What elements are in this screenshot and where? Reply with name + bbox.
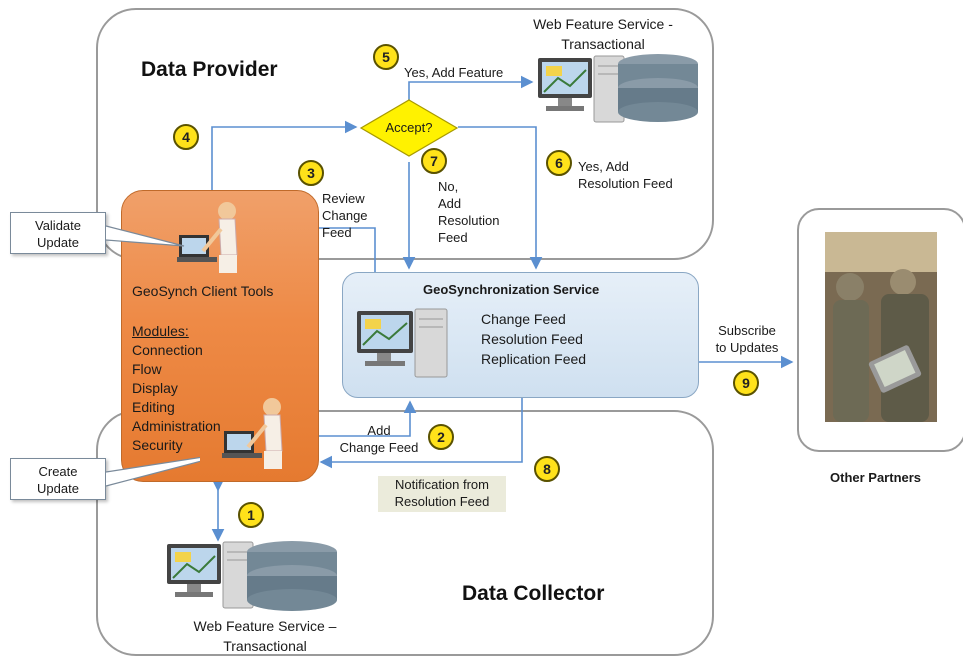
module-item: Security bbox=[132, 437, 183, 453]
step-3-badge: 3 bbox=[298, 160, 324, 186]
module-item: Connection bbox=[132, 342, 203, 358]
wfs-top-label: Web Feature Service -Transactional bbox=[533, 16, 673, 52]
module-item: Display bbox=[132, 380, 178, 396]
module-item: Flow bbox=[132, 361, 162, 377]
feed-item: Replication Feed bbox=[481, 351, 587, 367]
module-item: Editing bbox=[132, 399, 175, 415]
callout-pointers bbox=[105, 225, 200, 487]
geosynchronization-service-box: GeoSynchronization Service Change Feed R… bbox=[342, 272, 699, 398]
client-title: GeoSynch Client Tools bbox=[132, 283, 274, 299]
step-5-badge: 5 bbox=[373, 44, 399, 70]
step-2-badge: 2 bbox=[428, 424, 454, 450]
data-collector-title: Data Collector bbox=[462, 582, 605, 605]
step-9-badge: 9 bbox=[733, 370, 759, 396]
server-database-icon bbox=[167, 541, 337, 611]
step-8-badge: 8 bbox=[534, 456, 560, 482]
other-partners-box bbox=[797, 208, 963, 452]
geo-service-title: GeoSynchronization Service bbox=[423, 282, 600, 297]
user-laptop-icon bbox=[177, 202, 238, 273]
other-partners-label: Other Partners bbox=[830, 470, 922, 485]
accept-decision-diamond bbox=[359, 99, 459, 157]
step-5-label: Yes, Add Feature bbox=[404, 65, 504, 80]
step-1-badge: 1 bbox=[238, 502, 264, 528]
step-7-badge: 7 bbox=[421, 148, 447, 174]
step-6-badge: 6 bbox=[546, 150, 572, 176]
module-item: Administration bbox=[132, 418, 221, 434]
soldiers-photo bbox=[825, 232, 937, 422]
server-database-icon bbox=[538, 54, 698, 123]
workstation-icon bbox=[357, 308, 448, 378]
arrow-step-6 bbox=[458, 126, 543, 270]
arrow-step-4 bbox=[211, 120, 358, 196]
feed-item: Change Feed bbox=[481, 311, 566, 327]
feed-item: Resolution Feed bbox=[481, 331, 583, 347]
wfs-bottom-label: Web Feature Service –Transactional bbox=[193, 618, 337, 654]
accept-decision-label: Accept? bbox=[385, 120, 433, 135]
arrow-step-8 bbox=[319, 396, 523, 469]
user-laptop-icon bbox=[222, 398, 283, 469]
step-4-badge: 4 bbox=[173, 124, 199, 150]
data-provider-title: Data Provider bbox=[141, 58, 278, 81]
modules-heading: Modules: bbox=[132, 323, 189, 339]
arrow-step-2 bbox=[317, 400, 417, 437]
